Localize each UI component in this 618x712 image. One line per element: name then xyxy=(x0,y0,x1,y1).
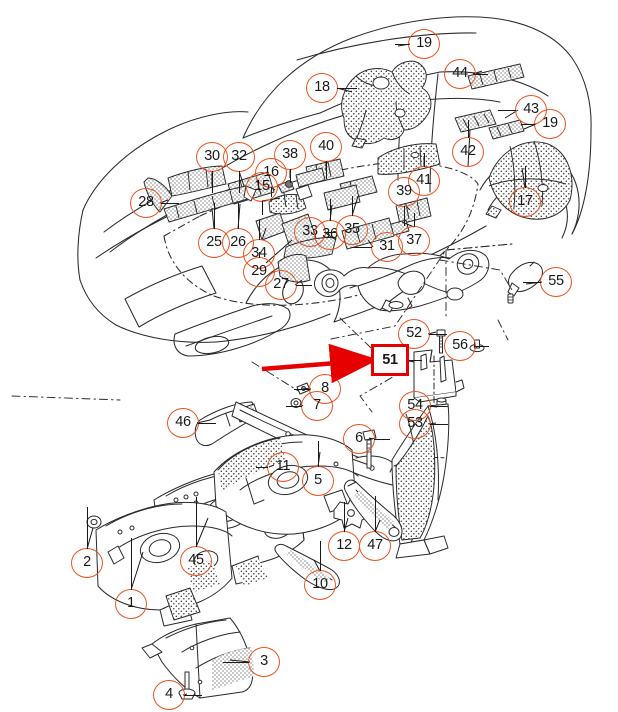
callout-number: 6 xyxy=(355,430,363,447)
callout-number: 5 xyxy=(314,472,322,489)
callout-45[interactable]: 45 xyxy=(180,546,212,576)
callout-number: 26 xyxy=(230,234,246,251)
callout-15[interactable]: 15 xyxy=(246,172,278,202)
callout-number: 19 xyxy=(416,35,432,52)
callout-37[interactable]: 37 xyxy=(398,226,430,256)
callout-number: 37 xyxy=(406,232,422,249)
callout-number: 51 xyxy=(382,351,398,368)
callout-46[interactable]: 46 xyxy=(167,408,199,438)
callout-51-highlighted[interactable]: 51 xyxy=(371,344,409,376)
callout-number: 28 xyxy=(138,194,154,211)
callout-number: 2 xyxy=(83,554,91,571)
callout-number: 52 xyxy=(406,325,422,342)
callout-19[interactable]: 19 xyxy=(534,109,566,139)
callout-number: 19 xyxy=(542,115,558,132)
callout-number: 29 xyxy=(251,263,267,280)
callout-number: 54 xyxy=(407,397,423,414)
callout-number: 44 xyxy=(452,65,468,82)
callout-4[interactable]: 4 xyxy=(153,680,185,710)
callout-number: 41 xyxy=(416,172,432,189)
callout-number: 47 xyxy=(367,537,383,554)
callout-6[interactable]: 6 xyxy=(343,424,375,454)
callout-42[interactable]: 42 xyxy=(452,137,484,167)
callout-number: 30 xyxy=(204,148,220,165)
callout-number: 40 xyxy=(318,138,334,155)
callout-47[interactable]: 47 xyxy=(359,531,391,561)
callout-39[interactable]: 39 xyxy=(388,177,420,207)
callout-27[interactable]: 27 xyxy=(265,270,297,300)
callout-5[interactable]: 5 xyxy=(302,466,334,496)
callout-number: 43 xyxy=(523,101,539,118)
callout-number: 36 xyxy=(322,226,338,243)
callout-number: 56 xyxy=(452,337,468,354)
callout-56[interactable]: 56 xyxy=(444,331,476,361)
callout-number: 8 xyxy=(321,380,329,397)
callout-2[interactable]: 2 xyxy=(71,548,103,578)
callout-number: 42 xyxy=(460,143,476,160)
callout-35[interactable]: 35 xyxy=(336,215,368,245)
callout-44[interactable]: 44 xyxy=(444,59,476,89)
callout-7[interactable]: 7 xyxy=(301,391,333,421)
callout-32[interactable]: 32 xyxy=(223,142,255,172)
callout-55[interactable]: 55 xyxy=(540,267,572,297)
callout-53[interactable]: 53 xyxy=(399,409,431,439)
callout-3[interactable]: 3 xyxy=(248,647,280,677)
callout-number: 31 xyxy=(379,238,395,255)
callout-number: 7 xyxy=(313,397,321,414)
callout-11[interactable]: 11 xyxy=(267,452,299,482)
callout-1[interactable]: 1 xyxy=(115,589,147,619)
callout-28[interactable]: 28 xyxy=(130,188,162,218)
callout-number: 4 xyxy=(165,686,173,703)
callout-number: 15 xyxy=(254,178,270,195)
callout-number: 39 xyxy=(396,183,412,200)
callout-number: 55 xyxy=(548,273,564,290)
callout-number: 32 xyxy=(231,148,247,165)
callout-number: 3 xyxy=(260,653,268,670)
callout-number: 10 xyxy=(312,576,328,593)
callout-19[interactable]: 19 xyxy=(408,29,440,59)
callout-10[interactable]: 10 xyxy=(304,570,336,600)
callout-number: 1 xyxy=(127,595,135,612)
callout-number: 18 xyxy=(314,79,330,96)
callout-40[interactable]: 40 xyxy=(310,132,342,162)
callout-18[interactable]: 18 xyxy=(306,73,338,103)
callout-number: 27 xyxy=(273,276,289,293)
callout-number: 11 xyxy=(275,458,291,475)
callout-number: 45 xyxy=(188,552,204,569)
callout-number: 46 xyxy=(175,414,191,431)
lower-assembly xyxy=(11,243,543,700)
callout-number: 17 xyxy=(517,193,533,210)
callout-17[interactable]: 17 xyxy=(509,187,541,217)
callout-12[interactable]: 12 xyxy=(328,531,360,561)
callout-number: 35 xyxy=(344,221,360,238)
callout-number: 53 xyxy=(407,415,423,432)
callout-number: 38 xyxy=(282,146,298,163)
callout-number: 12 xyxy=(336,537,352,554)
callout-number: 25 xyxy=(206,234,222,251)
